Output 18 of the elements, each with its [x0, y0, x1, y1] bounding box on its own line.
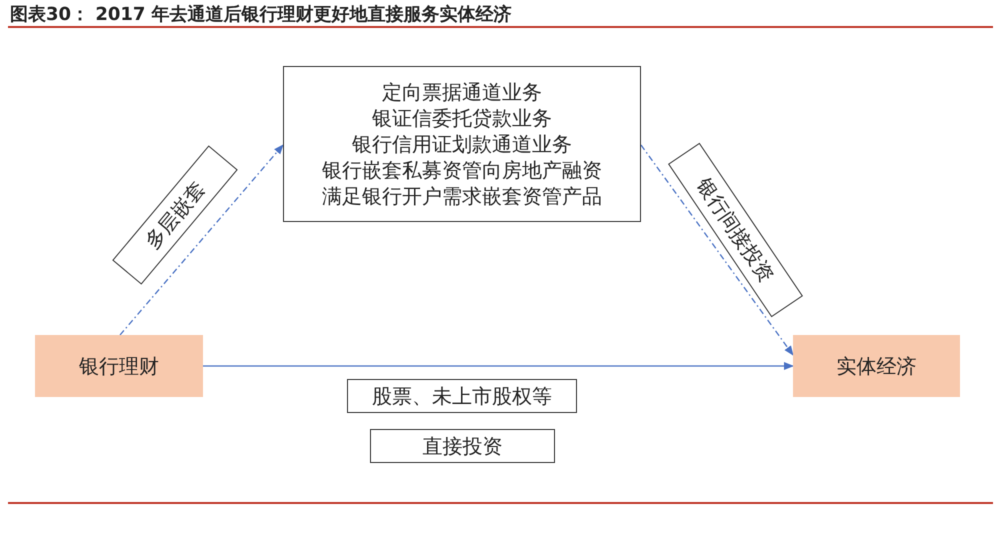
- box-text: 银行理财: [79, 353, 159, 379]
- process-box: [35, 335, 203, 397]
- edge-label: 银行间接投资: [668, 142, 802, 318]
- arrow: [640, 144, 794, 356]
- box-text: 定向票据通道业务: [382, 79, 542, 105]
- box-text: 银行信用证划款通道业务: [352, 131, 572, 157]
- process-box: [793, 335, 960, 397]
- text-box: [283, 66, 641, 222]
- label-box: 直接投资: [370, 429, 555, 463]
- arrow: [203, 362, 794, 370]
- edge-label: 股票、未上市股权等: [347, 379, 577, 413]
- edge-label: 多层嵌套: [112, 145, 238, 285]
- box-text: 银行嵌套私募资管向房地产融资: [322, 157, 602, 183]
- box-text: 满足银行开户需求嵌套资管产品: [322, 183, 602, 209]
- box-text: 银证信委托贷款业务: [372, 105, 552, 131]
- box-text: 实体经济: [836, 353, 916, 379]
- figure-title: 图表30： 2017 年去通道后银行理财更好地直接服务实体经济: [10, 3, 512, 26]
- arrow: [120, 144, 284, 336]
